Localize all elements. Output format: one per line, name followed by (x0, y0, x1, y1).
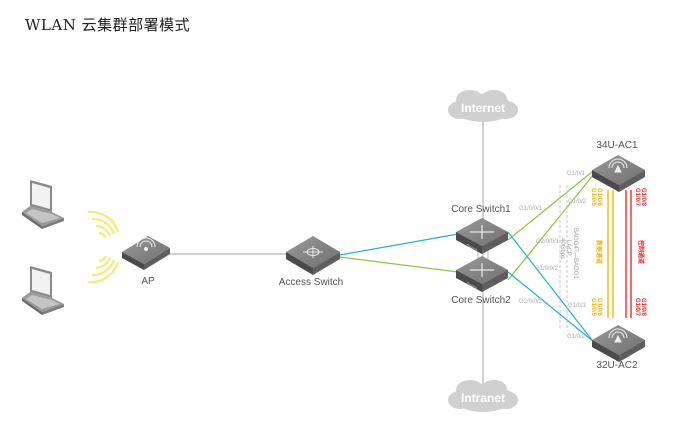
port-label: G1/0/1 (568, 303, 587, 309)
port-label: G1/0/1 (567, 171, 586, 177)
ac1-label: 34U-AC1 (596, 140, 638, 151)
link-access-cs1-blue (339, 233, 459, 256)
ap-label: AP (141, 276, 155, 287)
intranet-label: Intranet (461, 391, 505, 405)
core-switch2-device[interactable]: Switch Core Switch2 (451, 256, 511, 306)
switch-badge: Switch (466, 280, 479, 290)
ap-device[interactable]: AP (122, 236, 170, 287)
laptop-icon (22, 266, 64, 315)
link-cs1-ac1-green (507, 171, 593, 241)
link-cs2-ac1-green (507, 173, 595, 281)
link-cs2-ac2-blue (507, 271, 595, 343)
port-label: G1/0/5 (590, 298, 596, 317)
laptop-icon (22, 180, 64, 229)
internet-cloud: Internet (448, 90, 518, 122)
port-label: G1/0/8 (640, 298, 646, 317)
lag-label: BAGG47—BAGG1 LACP 40Gbps (559, 228, 578, 279)
lag-line3: 40Gbps (559, 238, 565, 259)
switch-badge: Switch (466, 242, 479, 252)
core-switch2-label: Core Switch2 (451, 295, 511, 306)
switch-arrows-icon (470, 263, 494, 277)
switch-arrows-icon (470, 225, 494, 239)
port-label: G1/0/2 (567, 334, 586, 340)
port-label: G1/0/2 (568, 199, 587, 205)
core-switch1-device[interactable]: Switch Core Switch1 (451, 204, 511, 262)
port-label: G2/0/0/1 (536, 239, 560, 245)
lag-line1: BAGG47—BAGG1 (572, 228, 578, 279)
ac1-device[interactable]: 34U-AC1 (592, 140, 645, 192)
intranet-cloud: Intranet (448, 380, 518, 412)
lag-line2: LACP (565, 240, 571, 256)
port-label: G1/0/6 (596, 188, 602, 207)
access-switch-label: Access Switch (279, 277, 343, 288)
ac2-label: 32U-AC2 (596, 360, 638, 371)
port-label: G1/0/8 (640, 188, 646, 207)
port-label: G1/0/0/2 (535, 266, 559, 272)
core-switch1-label: Core Switch1 (451, 204, 511, 215)
port-label: G1/0/7 (634, 188, 640, 207)
port-label: G2/0/0/2 (519, 299, 543, 305)
channel-labels: G1/0/6 G1/0/5 G1/0/8 G1/0/7 G1/0/6 G1/0/… (590, 188, 646, 317)
wireless-icon (608, 328, 628, 343)
wireless-icon (136, 237, 156, 251)
wireless-icon (608, 158, 628, 173)
diagram-title: WLAN 云集群部署模式 (25, 16, 191, 34)
link-cs1-ac2-blue (507, 231, 593, 341)
port-label: G1/0/6 (596, 298, 602, 317)
control-channel-label: 控制通道 (637, 240, 645, 264)
ac2-device[interactable]: 32U-AC2 (592, 325, 645, 371)
data-channel-label: 数据通道 (595, 240, 603, 264)
internet-label: Internet (461, 101, 505, 115)
links (170, 120, 632, 388)
wifi-waves-icon (87, 210, 120, 284)
access-switch-device[interactable]: Access Switch (279, 236, 343, 288)
port-label: G1/0/5 (590, 188, 596, 207)
link-access-cs2-green (339, 256, 459, 273)
switch-arrows-icon (303, 246, 323, 258)
port-labels: G1/0/0/1 G2/0/0/1 G1/0/0/2 G2/0/0/2 G1/0… (519, 171, 587, 340)
port-label: G1/0/0/1 (519, 206, 543, 212)
port-label: G1/0/7 (634, 298, 640, 317)
